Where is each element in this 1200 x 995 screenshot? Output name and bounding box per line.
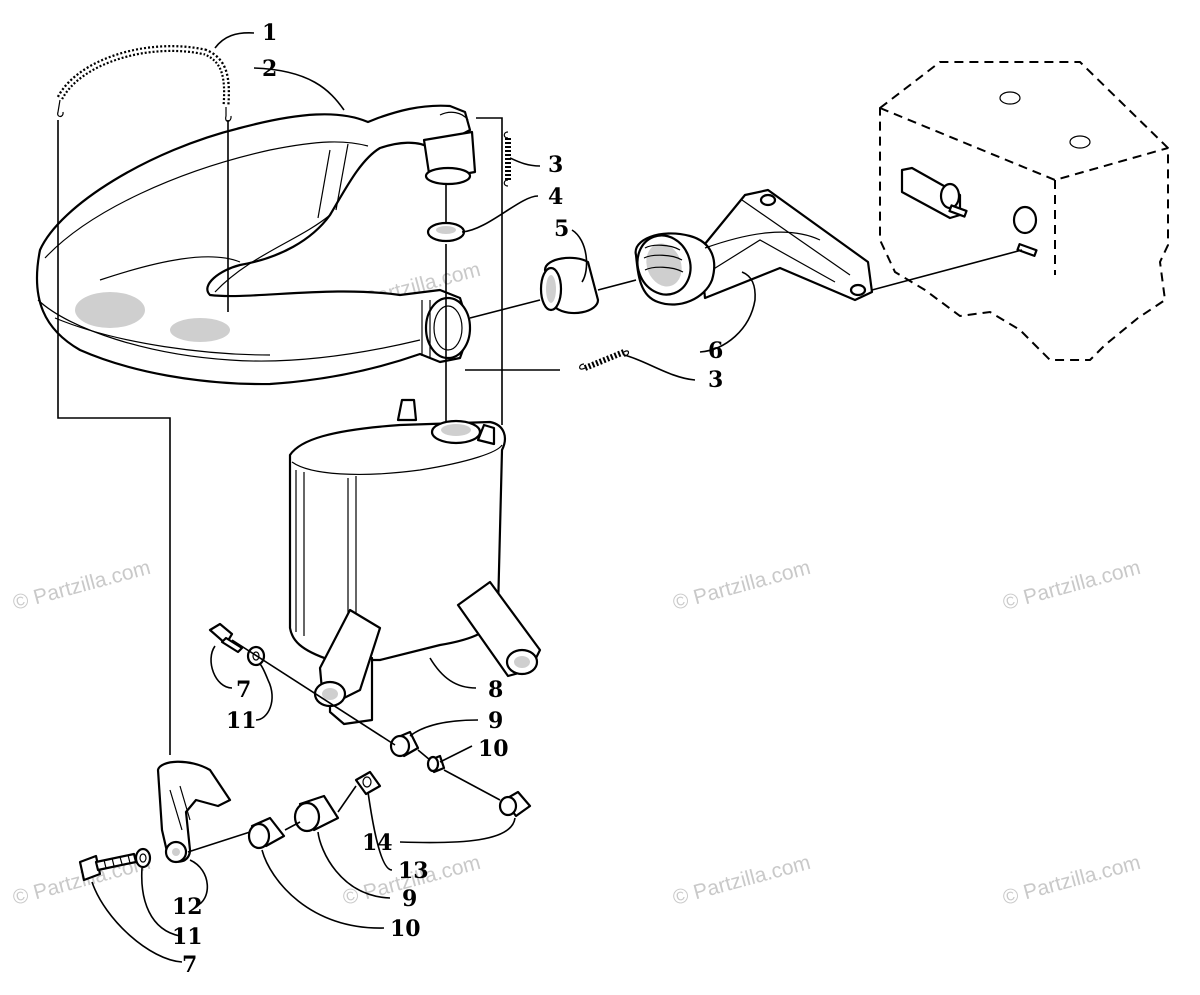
lock-nut-lower [354,770,382,796]
watermark: © Partzilla.com [1000,556,1143,615]
bushing-lower [293,794,340,833]
muffler [288,398,542,726]
callout-1: 1 [262,20,277,46]
expansion-chamber [35,104,477,386]
assembly-lines [57,117,1023,853]
callout-14: 14 [362,830,393,856]
callout-6: 6 [708,338,723,364]
callout-9-lower: 9 [402,886,417,912]
callout-11-upper: 11 [226,708,257,734]
callout-12: 12 [172,894,203,920]
watermark: © Partzilla.com [670,556,813,615]
callout-10-lower: 10 [390,916,421,942]
callout-labels: 1 2 3 4 5 6 3 7 11 8 9 10 14 13 9 10 12 … [172,20,723,978]
muffler-bracket [156,760,232,864]
watermark: © Partzilla.com [670,851,813,910]
exhaust-grommet [426,221,466,243]
exhaust-gasket [539,256,600,315]
lock-nut-upper [498,790,532,818]
engine-block-outline [879,61,1169,361]
retaining-spring-cable [56,45,232,122]
mounting-bolt-upper [208,622,244,654]
callout-5: 5 [554,216,569,242]
callout-7-lower: 7 [182,952,197,978]
spacer-upper [389,730,420,758]
exhaust-spring-lower [579,349,630,371]
callout-13: 13 [398,858,429,884]
spacer-lower [247,816,286,850]
watermark: © Partzilla.com [10,556,153,615]
callout-9-upper: 9 [488,708,503,734]
callout-4: 4 [548,184,563,210]
callout-10-upper: 10 [478,736,509,762]
watermark: © Partzilla.com [1000,851,1143,910]
exhaust-manifold [634,188,874,306]
washer-lower [134,847,152,869]
callout-8: 8 [488,677,503,703]
bushing-upper [426,754,446,774]
callout-3-upper: 3 [548,152,563,178]
exhaust-spring-upper [503,131,511,187]
callout-2: 2 [262,56,277,82]
callout-11-lower: 11 [172,924,203,950]
mounting-bolt-lower [78,852,138,882]
callout-7-upper: 7 [236,677,251,703]
callout-3-lower: 3 [708,367,723,393]
leader-lines [91,32,756,963]
